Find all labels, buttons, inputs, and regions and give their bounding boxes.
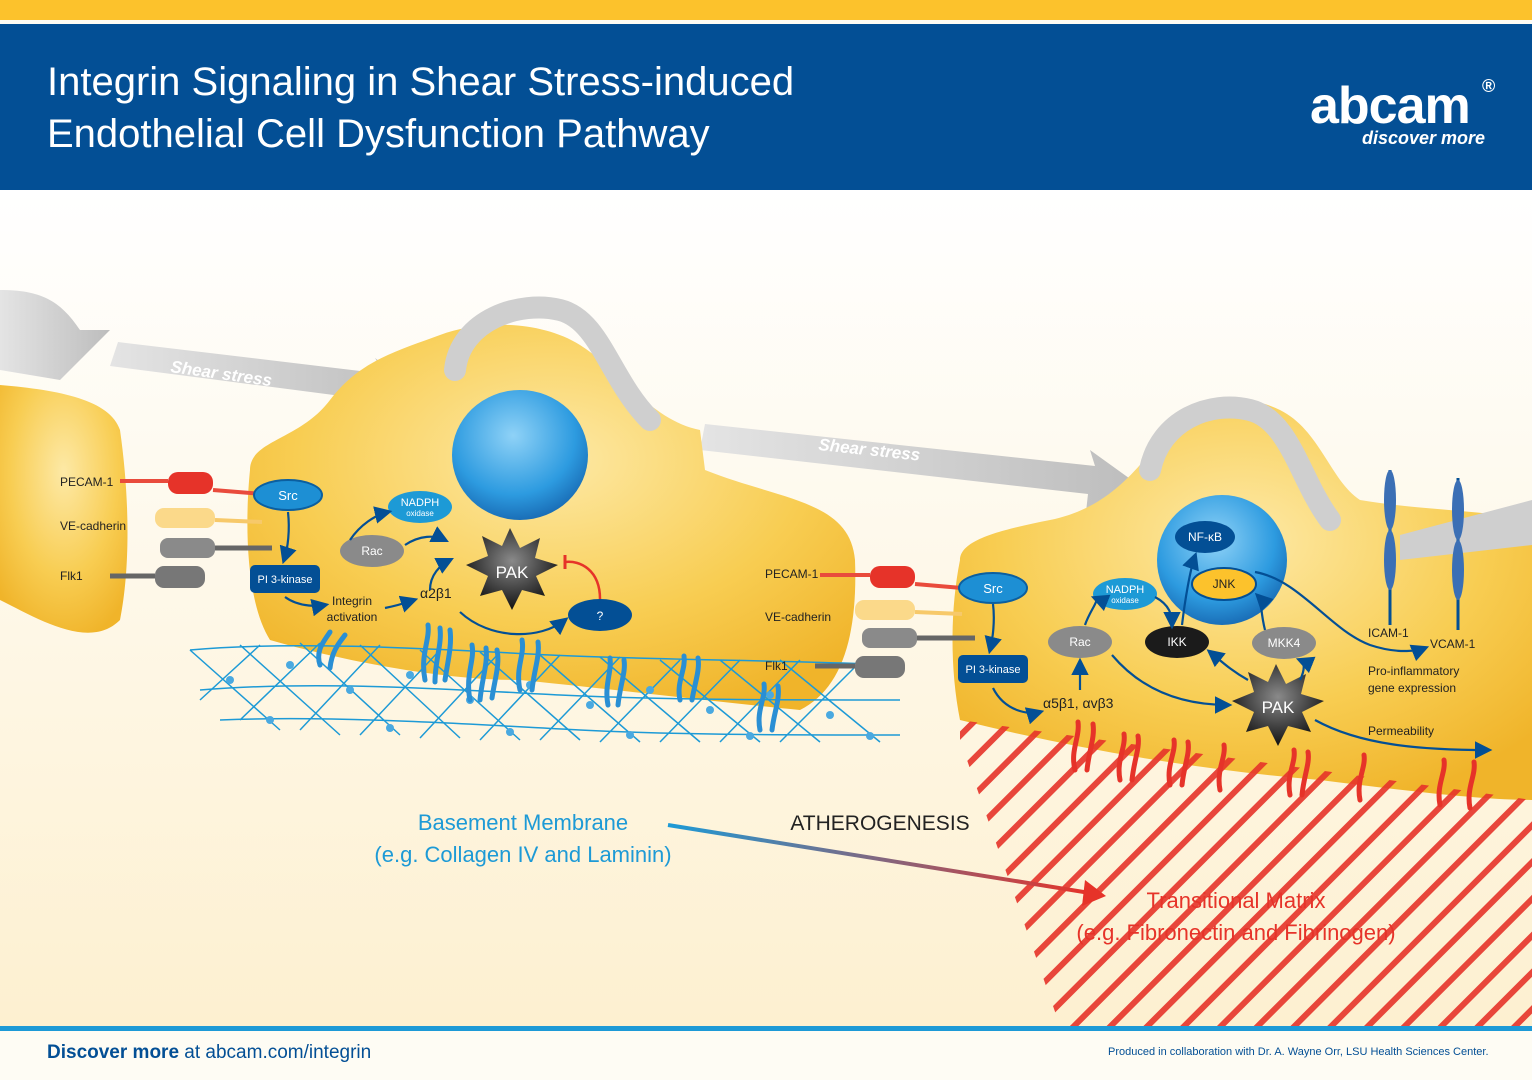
right-ikk-label: IKK bbox=[1167, 635, 1186, 649]
left-cell-arrows bbox=[279, 506, 569, 636]
left-integrin-activation-line1: Integrin bbox=[332, 594, 372, 608]
vcam-label: VCAM-1 bbox=[1430, 637, 1476, 651]
left-rac-label: Rac bbox=[361, 544, 382, 558]
page-title-line-1: Integrin Signaling in Shear Stress-induc… bbox=[47, 60, 795, 104]
right-src-label: Src bbox=[983, 581, 1003, 596]
footer-discover-link[interactable]: Discover more at abcam.com/integrin bbox=[47, 1042, 371, 1064]
right-vecadherin-label: VE-cadherin bbox=[765, 610, 831, 624]
right-rac-node: Rac bbox=[1048, 626, 1112, 658]
right-rac-label: Rac bbox=[1069, 635, 1090, 649]
right-receptor-group bbox=[815, 566, 975, 678]
top-accent-stripe bbox=[0, 0, 1532, 20]
left-pak-label: PAK bbox=[496, 563, 529, 582]
red-integrin-tufts bbox=[1071, 719, 1477, 811]
left-unknown-node: ? bbox=[568, 599, 632, 631]
left-flk1-label: Flk1 bbox=[60, 569, 83, 583]
right-pak-label: PAK bbox=[1262, 698, 1295, 717]
right-pak-node: PAK bbox=[1232, 664, 1324, 746]
right-flk1-label: Flk1 bbox=[765, 659, 788, 673]
transitional-matrix-hatch bbox=[960, 720, 1532, 1026]
left-nadph-label: NADPH bbox=[401, 497, 440, 509]
left-vecadherin-label: VE-cadherin bbox=[60, 519, 126, 533]
pathway-diagram: Shear stress Shear stress bbox=[0, 190, 1532, 1026]
footer-discover-bold: Discover more bbox=[47, 1042, 180, 1063]
footer-credit: Produced in collaboration with Dr. A. Wa… bbox=[1108, 1046, 1489, 1058]
blue-integrin-tufts bbox=[316, 622, 781, 733]
icam-vcam-molecules bbox=[1384, 470, 1464, 630]
right-jnk-node: JNK bbox=[1191, 567, 1257, 601]
right-mkk4-label: MKK4 bbox=[1268, 636, 1301, 650]
left-receptor-group bbox=[110, 472, 272, 588]
registered-mark: ® bbox=[1482, 76, 1496, 96]
footer-divider bbox=[0, 1026, 1532, 1031]
right-pi3k-label: PI 3-kinase bbox=[965, 664, 1020, 676]
right-pecam-label: PECAM-1 bbox=[765, 567, 819, 581]
atherogenesis-arrow bbox=[667, 823, 1091, 895]
icam-label: ICAM-1 bbox=[1368, 626, 1409, 640]
logo-tagline: discover more bbox=[1362, 128, 1486, 148]
left-partial-cell bbox=[0, 385, 128, 633]
proinflammatory-label-2: gene expression bbox=[1368, 681, 1456, 695]
left-src-node: Src bbox=[253, 479, 323, 511]
right-src-node: Src bbox=[958, 572, 1028, 604]
basement-membrane-label: Basement Membrane bbox=[418, 810, 628, 835]
permeability-label: Permeability bbox=[1368, 724, 1434, 738]
right-mkk4-node: MKK4 bbox=[1252, 627, 1316, 659]
transitional-matrix-label: Transitional Matrix bbox=[1147, 888, 1326, 913]
proinflammatory-label-1: Pro-inflammatory bbox=[1368, 664, 1459, 678]
right-nadph-sub-label: oxidase bbox=[1111, 596, 1139, 605]
shear-loop-1 bbox=[444, 296, 661, 431]
page-title-line-2: Endothelial Cell Dysfunction Pathway bbox=[47, 112, 710, 156]
left-integrin-activation-line2: activation bbox=[327, 610, 378, 624]
basement-membrane-nodes bbox=[226, 661, 874, 740]
transitional-matrix-example: (e.g. Fibronectin and Fibrinogen) bbox=[1076, 920, 1395, 945]
left-pak-node: PAK bbox=[466, 528, 558, 610]
left-pi3k-label: PI 3-kinase bbox=[257, 574, 312, 586]
left-rac-node: Rac bbox=[340, 535, 404, 567]
right-jnk-label: JNK bbox=[1213, 577, 1236, 591]
left-inhibit-arrow bbox=[564, 560, 602, 600]
nucleus-middle bbox=[452, 390, 588, 520]
abcam-logo[interactable]: abcam bbox=[1310, 77, 1471, 135]
atherogenesis-label: ATHEROGENESIS bbox=[790, 812, 969, 835]
right-integrin-label: α5β1, αvβ3 bbox=[1043, 695, 1114, 711]
left-nadph-node: NADPH oxidase bbox=[388, 491, 452, 523]
right-cell-arrows bbox=[984, 551, 1493, 759]
left-pi3k-node: PI 3-kinase bbox=[250, 565, 320, 593]
header-banner: Integrin Signaling in Shear Stress-induc… bbox=[0, 24, 1532, 190]
left-pecam-label: PECAM-1 bbox=[60, 475, 114, 489]
right-pi3k-node: PI 3-kinase bbox=[958, 655, 1028, 683]
nucleus-right bbox=[1157, 495, 1287, 625]
right-nfkb-node: NF-κB bbox=[1175, 521, 1235, 553]
footer-discover-url[interactable]: at abcam.com/integrin bbox=[179, 1042, 372, 1063]
left-src-label: Src bbox=[278, 488, 298, 503]
left-nadph-sub-label: oxidase bbox=[406, 509, 434, 518]
atherogenesis-arrow-head bbox=[1082, 880, 1106, 906]
right-nadph-node: NADPH oxidase bbox=[1093, 578, 1157, 610]
shear-loop-2 bbox=[1139, 396, 1341, 531]
shear-stress-arrow-1: Shear stress bbox=[0, 290, 420, 418]
left-integrin-label: α2β1 bbox=[420, 585, 452, 601]
right-nadph-label: NADPH bbox=[1106, 584, 1145, 596]
basement-membrane-example: (e.g. Collagen IV and Laminin) bbox=[374, 842, 671, 867]
middle-endothelial-cell bbox=[247, 324, 856, 710]
left-unknown-label: ? bbox=[597, 609, 604, 623]
shear-loop-2-tail bbox=[1400, 500, 1532, 560]
right-ikk-node: IKK bbox=[1145, 626, 1209, 658]
right-nfkb-label: NF-κB bbox=[1188, 530, 1222, 544]
